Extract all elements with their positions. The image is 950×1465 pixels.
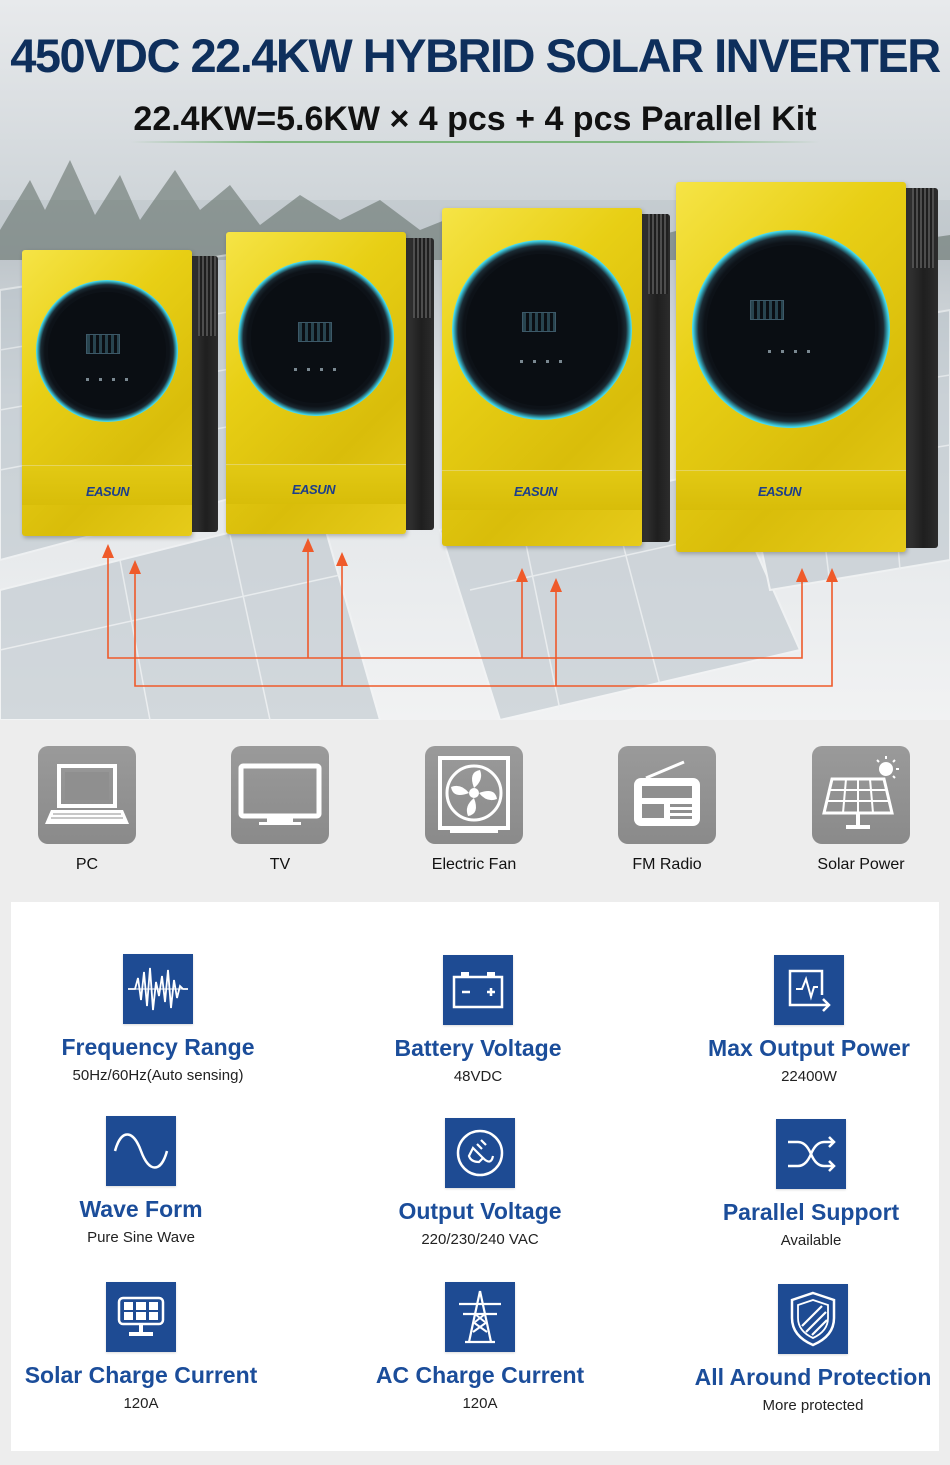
solar-charge-icon (106, 1282, 176, 1352)
spec-grid: Frequency Range 50Hz/60Hz(Auto sensing) … (11, 902, 939, 1451)
spec-frequency-range: Frequency Range 50Hz/60Hz(Auto sensing) (8, 954, 308, 1084)
brand-logo: EASUN (514, 484, 558, 499)
spec-value: 50Hz/60Hz(Auto sensing) (72, 1067, 244, 1084)
tv-icon (238, 763, 322, 825)
subtitle-underline (130, 141, 820, 143)
spec-value: 22400W (781, 1068, 837, 1085)
hero-banner: 450VDC 22.4KW HYBRID SOLAR INVERTER 22.4… (0, 0, 950, 720)
appliance-label: TV (269, 856, 291, 873)
appliance-fan: Electric Fan (394, 746, 554, 874)
appliance-label: FM Radio (632, 856, 702, 873)
appliance-tile (618, 746, 716, 844)
inverter-base (22, 465, 192, 505)
inverter-unit-3: EASUN (442, 208, 670, 546)
spec-solar-charge-current: Solar Charge Current 120A (0, 1282, 291, 1412)
inverter-screen (707, 245, 875, 413)
frequency-icon (123, 954, 193, 1024)
appliance-tv: TV (200, 746, 360, 874)
inverter-vents (198, 256, 216, 336)
appliance-pc: PC (7, 746, 167, 874)
sine-wave-icon (106, 1116, 176, 1186)
appliance-solar: Solar Power (781, 746, 941, 874)
spec-name: Output Voltage (398, 1198, 562, 1224)
brand-logo: EASUN (292, 482, 336, 497)
sky-background (0, 0, 950, 200)
inverter-unit-2: EASUN (226, 232, 434, 534)
shield-icon (778, 1284, 848, 1354)
inverter-buttons (86, 378, 130, 381)
appliance-tile (38, 746, 136, 844)
radio-icon (634, 760, 700, 826)
battery-icon (443, 955, 513, 1025)
spec-name: Frequency Range (61, 1034, 255, 1060)
spec-value: 48VDC (453, 1068, 503, 1085)
inverter-base (676, 470, 906, 510)
inverter-lcd (86, 334, 120, 354)
power-tower-icon (445, 1282, 515, 1352)
brand-logo: EASUN (758, 484, 802, 499)
solar-panel-icon (822, 756, 899, 829)
parallel-arrows-icon (776, 1119, 846, 1189)
inverter-vents (413, 238, 431, 318)
spec-wave-form: Wave Form Pure Sine Wave (0, 1116, 291, 1246)
inverter-vents (912, 188, 934, 268)
spec-name: Max Output Power (708, 1035, 910, 1061)
inverter-base (226, 464, 406, 504)
spec-name: Solar Charge Current (24, 1362, 258, 1388)
inverter-vents (648, 214, 668, 294)
spec-value: Available (780, 1232, 842, 1249)
spec-ac-charge-current: AC Charge Current 120A (330, 1282, 630, 1412)
appliance-tile (425, 746, 523, 844)
spec-battery-voltage: Battery Voltage 48VDC (328, 955, 628, 1085)
output-power-icon (774, 955, 844, 1025)
fan-icon (438, 756, 510, 833)
inverter-base (442, 470, 642, 510)
laptop-icon (45, 764, 129, 824)
appliance-label: Electric Fan (431, 856, 517, 873)
appliance-label: Solar Power (817, 856, 905, 873)
spec-value: More protected (762, 1397, 864, 1414)
spec-name: Battery Voltage (394, 1035, 562, 1061)
spec-value: Pure Sine Wave (87, 1229, 195, 1246)
appliance-tile (231, 746, 329, 844)
inverter-lcd (522, 312, 556, 332)
spec-value: 220/230/240 VAC (421, 1231, 539, 1248)
appliance-tile (812, 746, 910, 844)
spec-output-voltage: Output Voltage 220/230/240 VAC (330, 1118, 630, 1248)
page-title: 450VDC 22.4KW HYBRID SOLAR INVERTER (10, 29, 941, 82)
inverter-buttons (294, 368, 338, 371)
inverter-unit-4: EASUN (676, 182, 938, 552)
spec-value: 120A (462, 1395, 498, 1412)
spec-value: 120A (123, 1395, 159, 1412)
spec-parallel-support: Parallel Support Available (661, 1119, 950, 1249)
page-subtitle: 22.4KW=5.6KW × 4 pcs + 4 pcs Parallel Ki… (133, 100, 817, 138)
inverter-buttons (768, 350, 812, 353)
spec-name: All Around Protection (694, 1364, 932, 1390)
brand-logo: EASUN (86, 484, 130, 499)
spec-all-around-protection: All Around Protection More protected (663, 1284, 950, 1414)
inverter-lcd (298, 322, 332, 342)
appliance-row: PC TV (0, 720, 950, 900)
spec-name: Wave Form (79, 1196, 203, 1222)
plug-icon (445, 1118, 515, 1188)
spec-max-output-power: Max Output Power 22400W (659, 955, 950, 1085)
appliance-label: PC (75, 856, 99, 873)
appliance-radio: FM Radio (587, 746, 747, 874)
inverter-lcd (750, 300, 784, 320)
inverter-buttons (520, 360, 564, 363)
spec-name: Parallel Support (722, 1199, 900, 1225)
inverter-unit-1: EASUN (22, 250, 218, 536)
spec-name: AC Charge Current (375, 1362, 585, 1388)
